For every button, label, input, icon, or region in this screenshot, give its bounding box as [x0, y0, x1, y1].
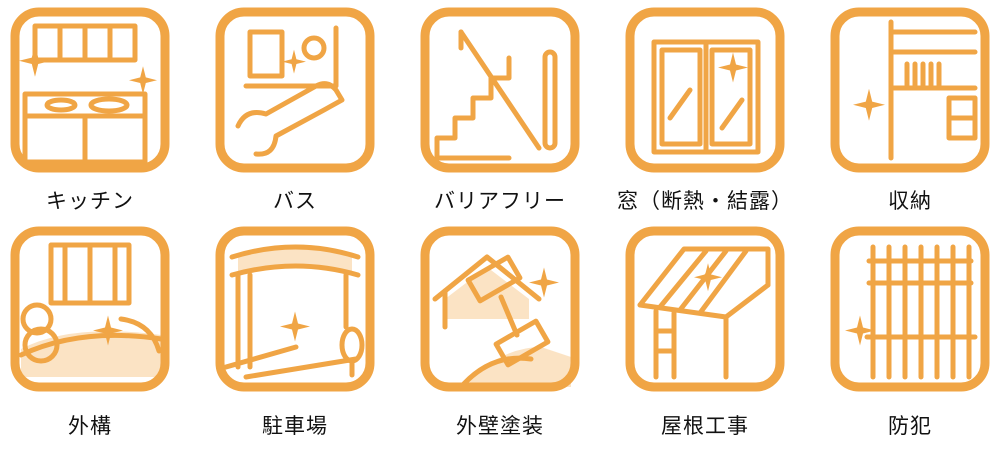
service-label-exterior: 外構	[68, 414, 112, 438]
security-icon	[830, 226, 990, 392]
service-label-kitchen: キッチン	[46, 189, 134, 213]
wall-painting-icon	[420, 226, 580, 392]
service-label-roof: 屋根工事	[661, 414, 749, 438]
exterior-icon	[10, 226, 170, 392]
service-tile-window[interactable]: 窓（断熱・結露）	[615, 0, 795, 225]
window-icon	[625, 7, 785, 173]
service-tile-exterior[interactable]: 外構	[0, 225, 180, 450]
service-tile-roof[interactable]: 屋根工事	[615, 225, 795, 450]
service-tile-wall-painting[interactable]: 外壁塗装	[410, 225, 590, 450]
service-tile-bath[interactable]: バス	[205, 0, 385, 225]
service-tile-kitchen[interactable]: キッチン	[0, 0, 180, 225]
service-tile-parking[interactable]: 駐車場	[205, 225, 385, 450]
service-label-parking: 駐車場	[262, 414, 328, 438]
service-tile-security[interactable]: 防犯	[820, 225, 1000, 450]
storage-icon	[830, 7, 990, 173]
service-label-storage: 収納	[888, 189, 932, 213]
service-label-bath: バス	[273, 189, 317, 213]
service-label-security: 防犯	[888, 414, 932, 438]
service-tile-storage[interactable]: 収納	[820, 0, 1000, 225]
barrier-free-icon	[420, 7, 580, 173]
parking-icon	[215, 226, 375, 392]
service-label-barrier-free: バリアフリー	[434, 189, 566, 213]
service-label-wall-painting: 外壁塗装	[456, 414, 544, 438]
service-label-window: 窓（断熱・結露）	[617, 189, 793, 213]
bath-icon	[215, 7, 375, 173]
service-tile-barrier-free[interactable]: バリアフリー	[410, 0, 590, 225]
kitchen-icon	[10, 7, 170, 173]
roof-icon	[625, 226, 785, 392]
